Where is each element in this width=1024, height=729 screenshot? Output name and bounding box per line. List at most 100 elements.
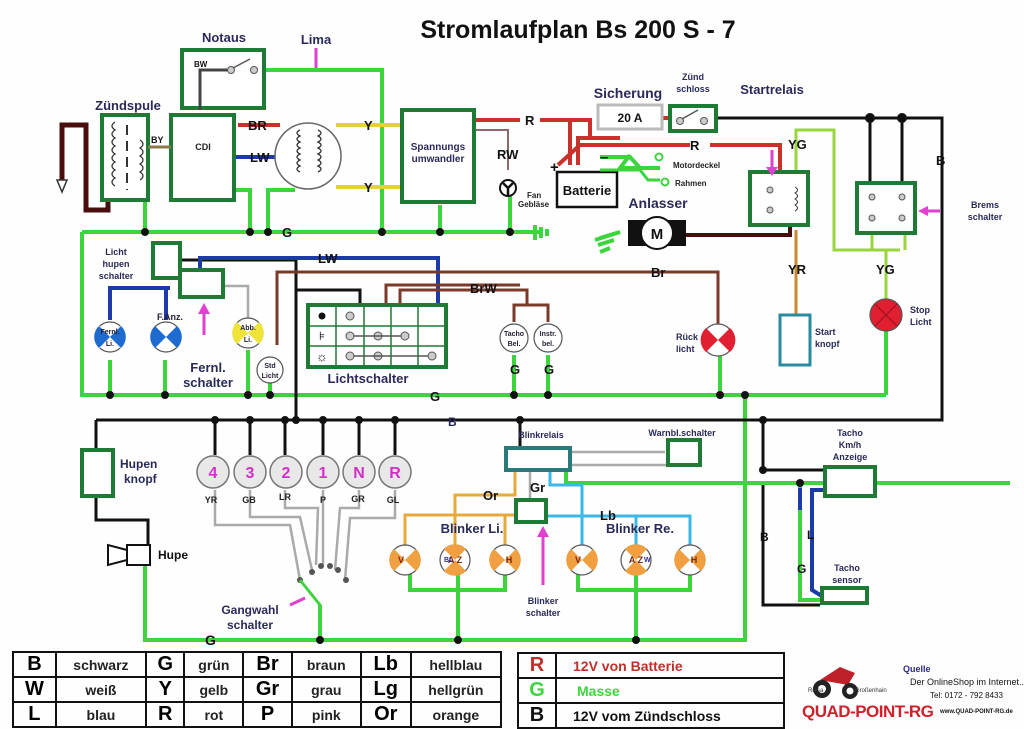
gangwahl-pointer	[289, 596, 306, 607]
wire-label: BR	[248, 118, 267, 133]
circuit-row: B 12V vom Zündschloss	[517, 702, 785, 729]
stoplicht-lamp	[869, 298, 903, 332]
lichtschalter-bridges	[354, 335, 428, 357]
arrow-up-icon	[537, 526, 549, 537]
orange-wires	[403, 470, 518, 550]
standlicht-lamp	[256, 356, 284, 384]
component-boxes	[80, 48, 917, 605]
blinkerschalter-box	[514, 498, 548, 524]
spannungsumwandler-box	[400, 108, 476, 204]
tacho-kmh-label-3: Anzeige	[833, 452, 868, 462]
fernlschalter-label-2: schalter	[183, 375, 233, 390]
batterie-label: Batterie	[563, 183, 611, 198]
blinkerschalter-label-2: schalter	[526, 608, 561, 618]
blinker-lamp-label: H	[506, 555, 513, 565]
gear-selector-lever	[298, 579, 322, 640]
wire-label: BW	[194, 60, 208, 69]
anlasser-label: Anlasser	[628, 195, 688, 211]
rucklicht-label-2: licht	[676, 344, 695, 354]
legend-row: L blau R rot P pink Or orange	[12, 701, 503, 728]
gear-wire-label: GB	[242, 495, 256, 505]
ignition-coil-primary	[111, 121, 117, 187]
yellow-wires	[336, 123, 400, 189]
sicherung-label: Sicherung	[594, 85, 662, 101]
abbl-label-1: Abb.	[240, 325, 256, 332]
blinkrelais-label: Blinkrelais	[518, 430, 564, 440]
anlasser-ground-symbol	[597, 230, 621, 254]
gear-label: 2	[282, 465, 291, 482]
rahmen-label: Rahmen	[675, 179, 707, 188]
instr-bel-label-2: bel.	[542, 341, 554, 348]
wire-label: R	[525, 113, 535, 128]
minus-label: –	[600, 149, 608, 166]
lichtschalter-label: Lichtschalter	[328, 371, 409, 386]
legend-name: grün	[183, 651, 245, 678]
ignition-coil-secondary	[138, 139, 144, 181]
motor-symbol: M	[651, 226, 664, 243]
bl-mark: BL	[444, 557, 454, 564]
spannungsumwandler-label-1: Spannungs	[411, 142, 466, 153]
fanz-label: F.Anz.	[157, 312, 183, 322]
blinker-lamps	[389, 544, 706, 576]
legend-name: hellblau	[409, 651, 503, 678]
bw-wire	[198, 68, 228, 110]
tacho-bel-label-1: Tacho	[504, 331, 524, 338]
anlasser-motor	[640, 216, 674, 250]
lamps	[94, 298, 903, 384]
circuit-code: B	[517, 702, 557, 729]
fernlicht-label-2: Li.	[106, 341, 114, 348]
hupenknopf-box	[80, 448, 115, 498]
tacho-kmh-label-2: Km/h	[839, 440, 862, 450]
sicherung-box	[596, 103, 664, 131]
switch-contact	[227, 66, 235, 74]
hv-cable	[59, 122, 111, 213]
abbl-label-2: Li.	[244, 337, 252, 344]
gear-label: R	[389, 465, 401, 482]
brand-logo: QUAD-POINT-RG	[802, 702, 934, 721]
plus-label: +	[550, 159, 559, 176]
warnbl-label: Warnbl.schalter	[648, 428, 716, 438]
arrow-up-icon	[198, 303, 210, 314]
notaus-box	[180, 48, 266, 110]
hupe-box	[126, 544, 151, 566]
brand-block: Riesa - Großenhain QUAD-POINT-RG Quelle …	[800, 655, 1024, 725]
motordeckel-label: Motordeckel	[673, 161, 720, 170]
brand-city-right: Großenhain	[855, 688, 887, 694]
blinker-lamp-labels: V A Z H V A Z H	[398, 555, 697, 565]
legend-name: braun	[290, 651, 362, 678]
blinkerschalter-label-1: Blinker	[528, 596, 559, 606]
color-legend-table: B schwarz G grün Br braun Lb hellblau W …	[12, 651, 503, 728]
gear-wire-label: LR	[279, 492, 291, 502]
legend-code: Gr	[242, 676, 293, 703]
instr-bel-lamp	[533, 323, 563, 353]
wire-labels: BW BY BR LW Y Y G R RW R YG B YR YG LW B…	[151, 60, 945, 648]
cdi-box	[169, 113, 236, 202]
tacho-kmh-box	[823, 465, 877, 498]
gear-lamps	[196, 455, 412, 489]
lima-coil-2	[316, 129, 322, 173]
legend-code: Or	[359, 701, 412, 728]
wire-label: YG	[788, 137, 807, 152]
legend-name: rot	[183, 701, 245, 728]
legend-name: schwarz	[54, 651, 148, 678]
brand-tel: Tel: 0172 - 792 8433	[930, 691, 1003, 700]
gangwahl-label-1: Gangwahl	[221, 603, 278, 617]
legend-name: gelb	[183, 676, 245, 703]
gear-lamp-labels: 4 3 2 1 N R	[209, 465, 402, 482]
lima-coil-1	[296, 129, 302, 173]
circuit-legend-table: R 12V von Batterie G Masse B 12V vom Zün…	[517, 652, 785, 729]
gear-wire-label: GL	[387, 495, 400, 505]
brand-url: www.QUAD-POINT-RG.de	[939, 709, 1013, 715]
fernlschalter-box	[178, 268, 225, 299]
bremsschalter-label-2: schalter	[968, 212, 1003, 222]
tacho-kmh-label-1: Tacho	[837, 428, 863, 438]
gear-label: 4	[209, 465, 218, 482]
wire-label: BrW	[470, 281, 497, 296]
gear-label: 1	[319, 465, 328, 482]
zuendspule-label: Zündspule	[95, 98, 161, 113]
wire-label: RW	[497, 147, 519, 162]
rahmen-wire	[600, 168, 660, 182]
tacho-bel-label-2: Bel.	[508, 341, 521, 348]
zuendschloss-label-2: schloss	[676, 84, 710, 94]
